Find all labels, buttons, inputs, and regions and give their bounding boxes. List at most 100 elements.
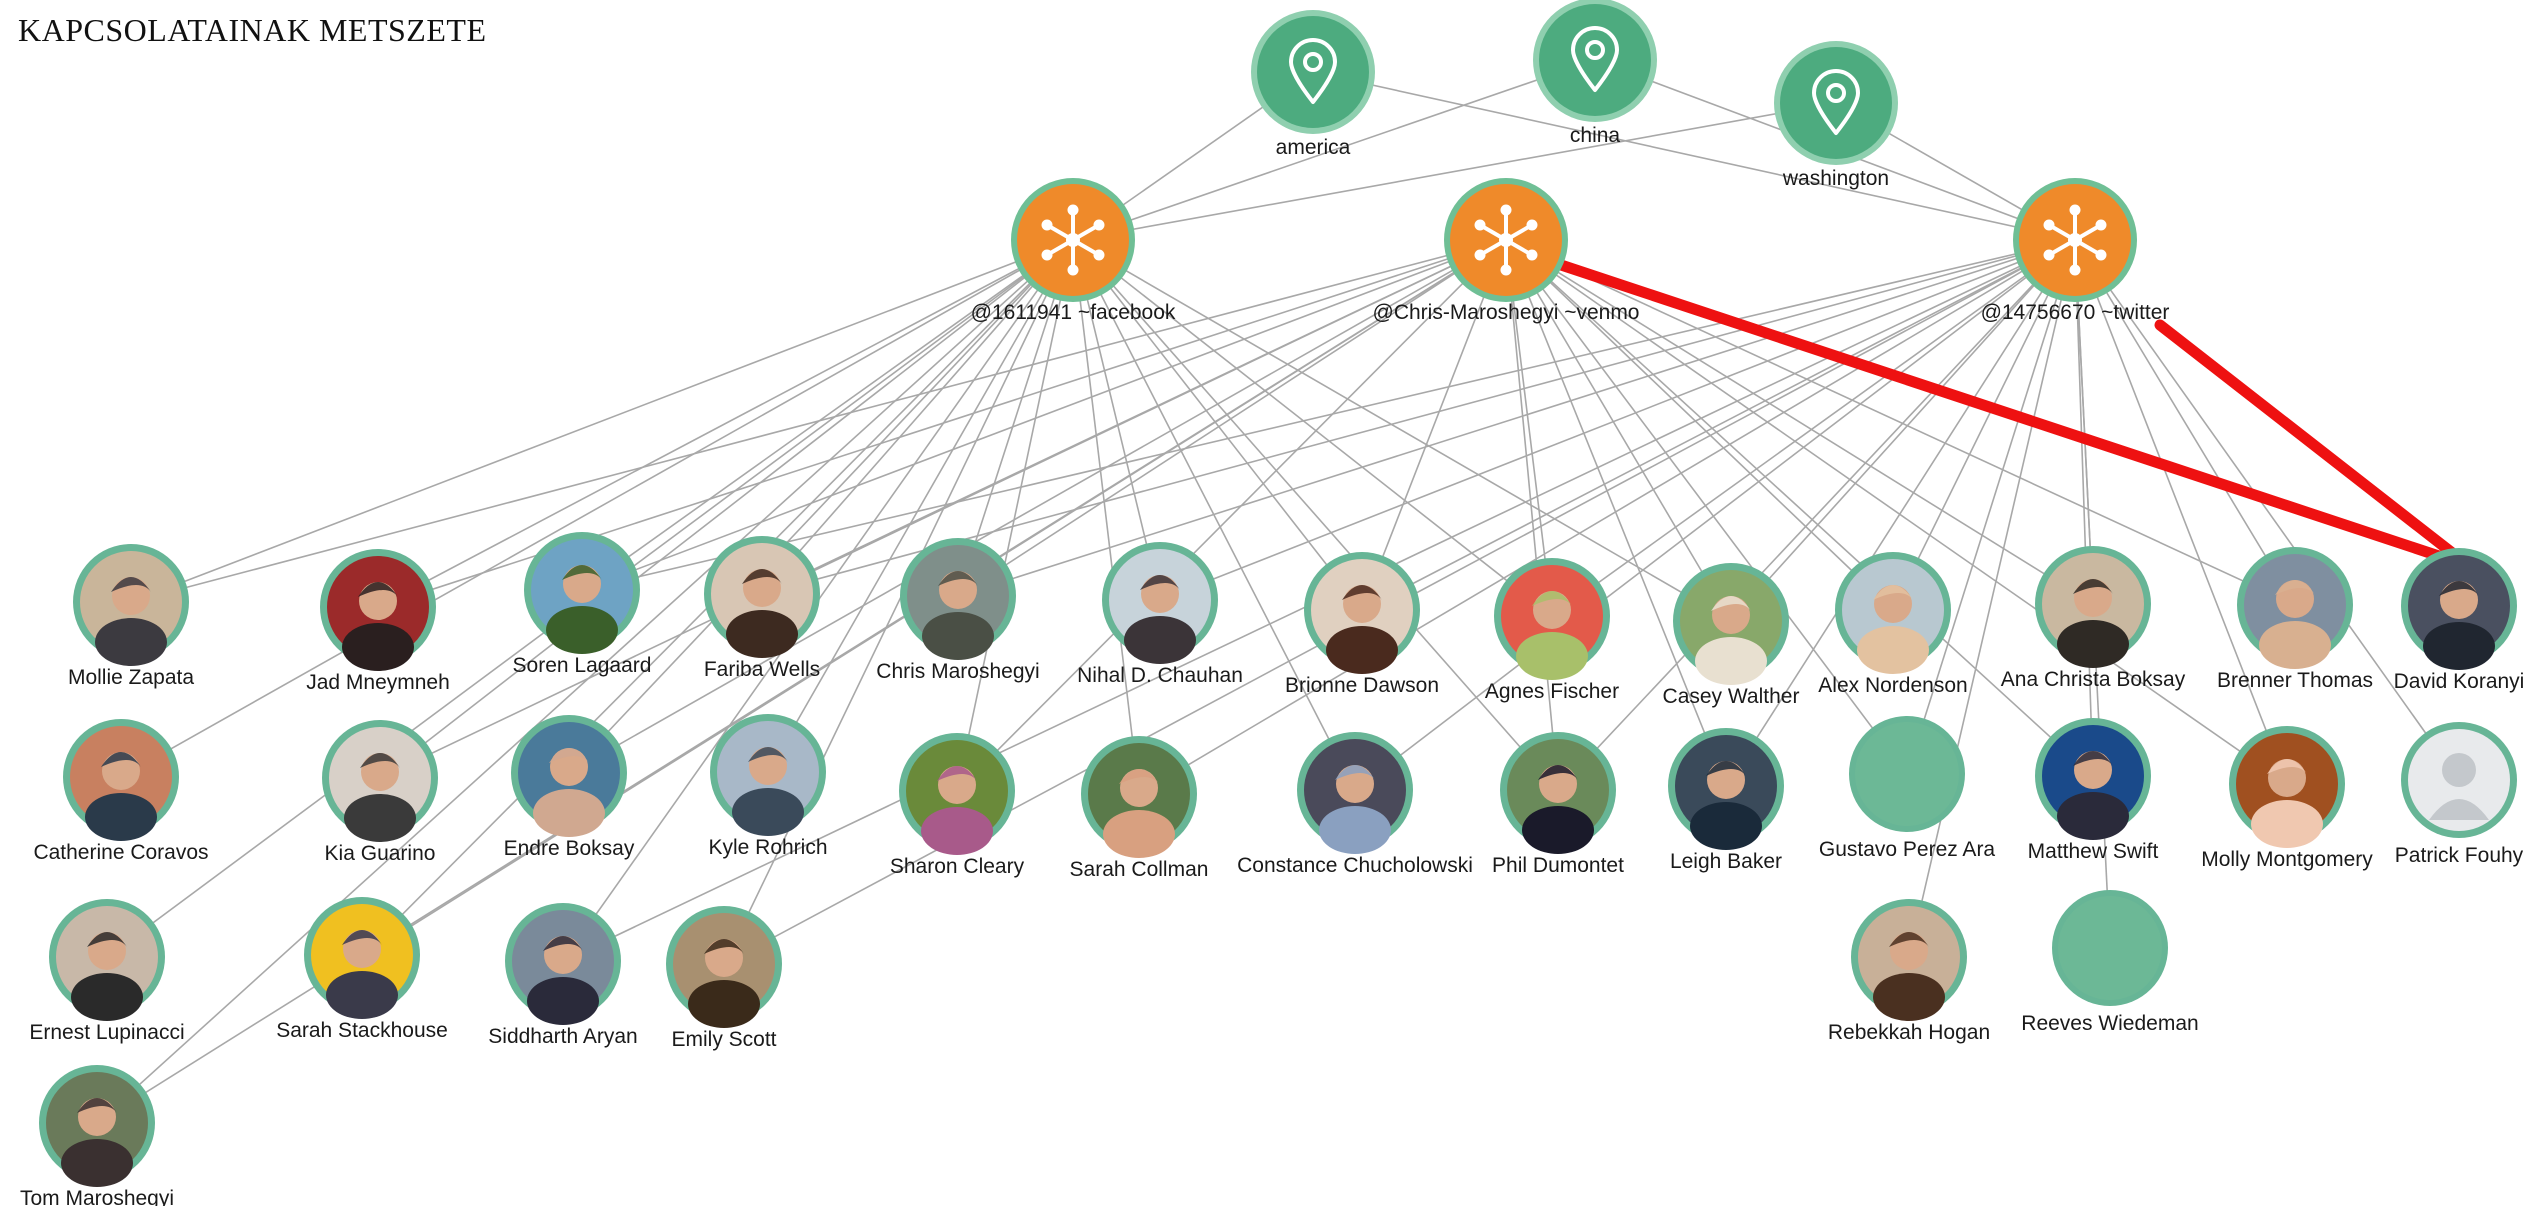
account-node-tw[interactable]: @14756670 ~twitter — [1981, 178, 2170, 324]
network-hub-icon — [1041, 204, 1105, 276]
person-label: Phil Dumontet — [1492, 854, 1624, 877]
map-pin-icon — [1289, 38, 1337, 104]
person-node-sarahc[interactable]: Sarah Collman — [1070, 736, 1209, 881]
location-node-washington[interactable]: washington — [1774, 41, 1898, 190]
edge-tw-agnes — [1551, 239, 2076, 617]
edge-fb-mollie — [130, 239, 1074, 603]
person-node-leigh[interactable]: Leigh Baker — [1668, 728, 1784, 873]
person-node-casey[interactable]: Casey Walther — [1663, 563, 1800, 708]
person-node-fariba[interactable]: Fariba Wells — [704, 536, 820, 681]
edge-fb-phil — [1072, 239, 1559, 791]
person-label: Fariba Wells — [704, 658, 820, 681]
avatar — [1675, 735, 1777, 850]
person-node-gustavo[interactable]: Gustavo Perez Ara — [1819, 716, 1996, 861]
person-label: Casey Walther — [1663, 685, 1800, 708]
nodes-layer: america china washington @1611941 ~facebook… — [20, 0, 2524, 1206]
network-hub-icon — [1474, 204, 1538, 276]
location-label: china — [1570, 124, 1621, 147]
person-label: Endre Boksay — [504, 837, 635, 860]
avatar — [1507, 739, 1609, 854]
person-node-endre[interactable]: Endre Boksay — [504, 715, 635, 860]
network-hub-icon — [2043, 204, 2107, 276]
avatar — [906, 740, 1008, 855]
person-node-nihal[interactable]: Nihal D. Chauhan — [1077, 542, 1243, 687]
person-node-david[interactable]: David Koranyi — [2394, 548, 2525, 693]
person-node-sharon[interactable]: Sharon Cleary — [890, 733, 1025, 878]
person-node-constance[interactable]: Constance Chucholowski — [1237, 732, 1473, 877]
person-label: Brenner Thomas — [2217, 669, 2373, 692]
location-node-america[interactable]: america — [1251, 10, 1375, 159]
person-node-phil[interactable]: Phil Dumontet — [1492, 732, 1624, 877]
highlight-edge-tw-david — [2154, 319, 2475, 572]
person-label: Mollie Zapata — [68, 666, 194, 689]
avatar — [673, 913, 775, 1028]
edge-fb-kyle — [767, 239, 1074, 773]
edge-venmo-alex — [1505, 239, 1894, 611]
avatar — [1088, 743, 1190, 858]
person-node-mollie[interactable]: Mollie Zapata — [68, 544, 194, 689]
person-node-chris[interactable]: Chris Maroshegyi — [876, 538, 1040, 683]
person-label: Kia Guarino — [325, 842, 436, 865]
avatar — [1311, 559, 1413, 674]
person-node-matthew[interactable]: Matthew Swift — [2028, 718, 2159, 863]
person-label: Jad Mneymneh — [306, 671, 450, 694]
person-node-patrick[interactable]: Patrick Fouhy — [2395, 722, 2524, 867]
person-label: Soren Lagaard — [513, 654, 652, 677]
person-label: Agnes Fischer — [1485, 680, 1619, 703]
avatar — [1109, 549, 1211, 664]
person-node-catherine[interactable]: Catherine Coravos — [33, 719, 209, 864]
person-node-reeves[interactable]: Reeves Wiedeman — [2021, 890, 2199, 1035]
person-node-sarahs[interactable]: Sarah Stackhouse — [276, 897, 448, 1042]
person-label: Kyle Rohrich — [708, 836, 827, 859]
edge-fb-sarahc — [1072, 239, 1140, 795]
person-label: Nihal D. Chauhan — [1077, 664, 1243, 687]
avatar — [46, 1072, 148, 1187]
person-node-kyle[interactable]: Kyle Rohrich — [708, 714, 828, 859]
person-label: Molly Montgomery — [2201, 848, 2373, 871]
person-node-ernest[interactable]: Ernest Lupinacci — [29, 899, 185, 1044]
person-node-rebekkah[interactable]: Rebekkah Hogan — [1828, 899, 1990, 1044]
edge-fb-catherine — [120, 239, 1074, 778]
person-node-siddharth[interactable]: Siddharth Aryan — [488, 903, 638, 1048]
person-node-brenner[interactable]: Brenner Thomas — [2217, 547, 2373, 692]
edge-tw-rebekkah — [1908, 239, 2076, 958]
person-node-molly[interactable]: Molly Montgomery — [2201, 726, 2373, 871]
edge-fb-casey — [1072, 239, 1732, 622]
avatar — [711, 543, 813, 658]
edge-venmo-kia — [379, 239, 1507, 779]
avatar — [327, 556, 429, 671]
account-node-venmo[interactable]: @Chris-Maroshegyi ~venmo — [1373, 178, 1640, 324]
account-label: @1611941 ~facebook — [971, 301, 1176, 324]
edge-venmo-ana — [1505, 239, 2094, 605]
edge-tw-matthew — [2074, 239, 2094, 777]
person-label: Rebekkah Hogan — [1828, 1021, 1990, 1044]
edge-venmo-casey — [1505, 239, 1732, 622]
location-node-china[interactable]: china — [1533, 0, 1657, 147]
person-node-emily[interactable]: Emily Scott — [666, 906, 782, 1051]
person-node-kia[interactable]: Kia Guarino — [322, 720, 438, 865]
avatar — [1501, 565, 1603, 680]
person-label: Sharon Cleary — [890, 855, 1025, 878]
person-node-agnes[interactable]: Agnes Fischer — [1485, 558, 1619, 703]
account-node-fb[interactable]: @1611941 ~facebook — [971, 178, 1176, 324]
account-label: @14756670 ~twitter — [1981, 301, 2170, 324]
avatar — [2244, 554, 2346, 669]
person-node-soren[interactable]: Soren Lagaard — [513, 532, 652, 677]
person-node-brionne[interactable]: Brionne Dawson — [1285, 552, 1439, 697]
avatar-empty — [1855, 722, 1959, 826]
avatar — [907, 545, 1009, 660]
edge-venmo-brenner — [1505, 239, 2296, 606]
person-node-ana[interactable]: Ana Christa Boksay — [2001, 546, 2186, 691]
account-label: @Chris-Maroshegyi ~venmo — [1373, 301, 1640, 324]
location-label: america — [1276, 136, 1351, 159]
edge-fb-jad — [377, 239, 1074, 608]
avatar — [2042, 553, 2144, 668]
edge-tw-soren — [581, 239, 2076, 591]
edge-venmo-mollie — [130, 239, 1507, 603]
edge-tw-brenner — [2074, 239, 2296, 606]
person-node-tom[interactable]: Tom Maroshegyi — [20, 1065, 174, 1206]
person-label: Constance Chucholowski — [1237, 854, 1473, 877]
person-node-alex[interactable]: Alex Nordenson — [1818, 552, 1968, 697]
person-node-jad[interactable]: Jad Mneymneh — [306, 549, 450, 694]
